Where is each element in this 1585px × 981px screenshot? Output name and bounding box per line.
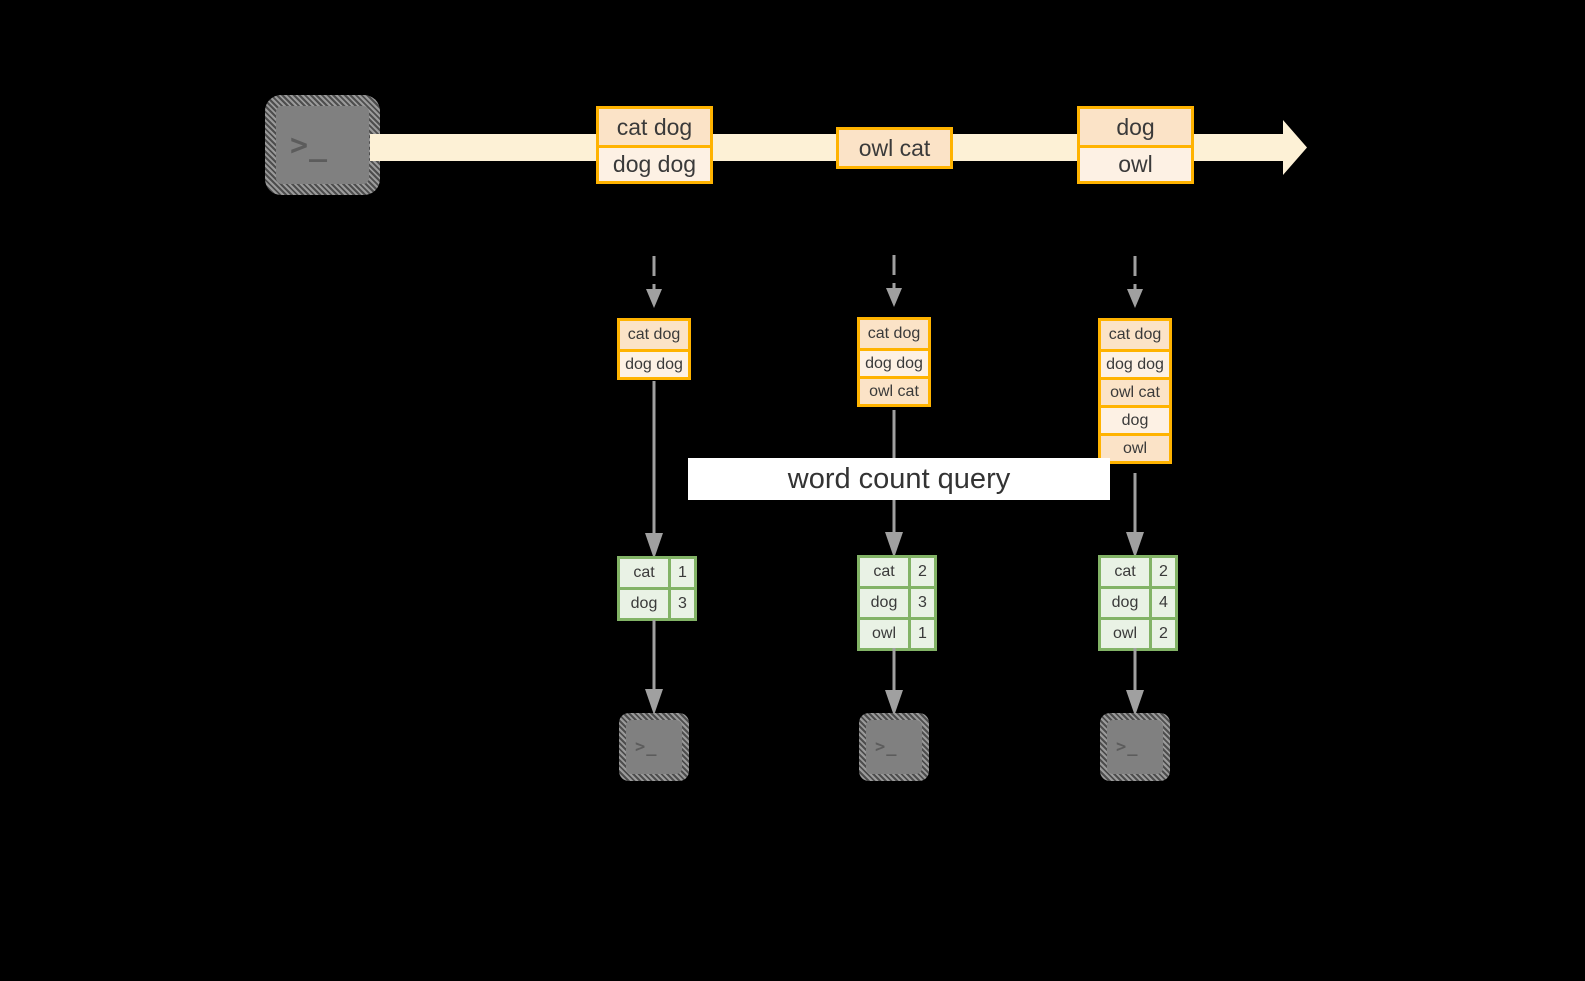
terminal-prompt-glyph: >_ <box>635 737 658 757</box>
terminal-prompt-glyph: >_ <box>290 127 329 163</box>
terminal-prompt-glyph: >_ <box>1116 737 1139 757</box>
record-line: dog <box>1101 405 1169 433</box>
stream-record-3: dog owl <box>1077 106 1194 184</box>
query-arrow-window-1 <box>645 381 663 559</box>
record-line: dog dog <box>620 349 688 377</box>
terminal-body <box>1107 720 1163 774</box>
sink-terminal-icon-2: >_ <box>859 713 929 781</box>
window-2-input-records: cat dog dog dog owl cat <box>857 317 931 407</box>
sink-arrow-window-2 <box>885 648 903 716</box>
sink-terminal-icon-1: >_ <box>619 713 689 781</box>
record-line: owl <box>1080 145 1191 181</box>
result-word: owl <box>860 620 908 648</box>
dashed-arrow-window-2 <box>884 255 904 313</box>
table-row: cat 2 <box>860 558 934 586</box>
window-1-input-records: cat dog dog dog <box>617 318 691 380</box>
result-word: owl <box>1101 620 1149 648</box>
window-3-input-records: cat dog dog dog owl cat dog owl <box>1098 318 1172 464</box>
result-count: 2 <box>1149 558 1175 586</box>
table-row: dog 3 <box>860 586 934 617</box>
query-arrow-window-3 <box>1126 473 1144 558</box>
result-count: 1 <box>668 559 694 587</box>
table-row: owl 1 <box>860 617 934 648</box>
terminal-body <box>276 106 369 184</box>
result-count: 2 <box>908 558 934 586</box>
table-row: owl 2 <box>1101 617 1175 648</box>
record-line: dog dog <box>599 145 710 181</box>
result-count: 1 <box>908 620 934 648</box>
window-2-result-table: cat 2 dog 3 owl 1 <box>857 555 937 651</box>
result-count: 4 <box>1149 589 1175 617</box>
window-1-result-table: cat 1 dog 3 <box>617 556 697 621</box>
result-count: 3 <box>668 590 694 618</box>
stream-record-1: cat dog dog dog <box>596 106 713 184</box>
record-line: cat dog <box>860 320 928 348</box>
record-line: owl <box>1101 433 1169 461</box>
record-line: dog dog <box>860 348 928 376</box>
record-line: cat dog <box>620 321 688 349</box>
sink-arrow-window-3 <box>1126 648 1144 716</box>
table-row: dog 4 <box>1101 586 1175 617</box>
table-row: cat 1 <box>620 559 694 587</box>
result-word: cat <box>620 559 668 587</box>
record-line: dog dog <box>1101 349 1169 377</box>
window-3-result-table: cat 2 dog 4 owl 2 <box>1098 555 1178 651</box>
terminal-body <box>866 720 922 774</box>
result-count: 3 <box>908 589 934 617</box>
query-label: word count query <box>688 458 1110 500</box>
result-word: cat <box>860 558 908 586</box>
record-line: owl cat <box>839 130 950 166</box>
dashed-arrow-window-1 <box>644 256 664 314</box>
record-line: cat dog <box>599 109 710 145</box>
result-count: 2 <box>1149 620 1175 648</box>
record-line: owl cat <box>860 376 928 404</box>
result-word: dog <box>860 589 908 617</box>
record-line: owl cat <box>1101 377 1169 405</box>
result-word: dog <box>620 590 668 618</box>
record-line: dog <box>1080 109 1191 145</box>
result-word: dog <box>1101 589 1149 617</box>
dashed-arrow-window-3 <box>1125 256 1145 314</box>
stream-arrow-head <box>1255 120 1307 175</box>
table-row: cat 2 <box>1101 558 1175 586</box>
sink-arrow-window-1 <box>645 620 663 715</box>
stream-record-2: owl cat <box>836 127 953 169</box>
sink-terminal-icon-3: >_ <box>1100 713 1170 781</box>
table-row: dog 3 <box>620 587 694 618</box>
result-word: cat <box>1101 558 1149 586</box>
record-line: cat dog <box>1101 321 1169 349</box>
source-terminal-icon: >_ <box>265 95 380 195</box>
terminal-body <box>626 720 682 774</box>
terminal-prompt-glyph: >_ <box>875 737 898 757</box>
